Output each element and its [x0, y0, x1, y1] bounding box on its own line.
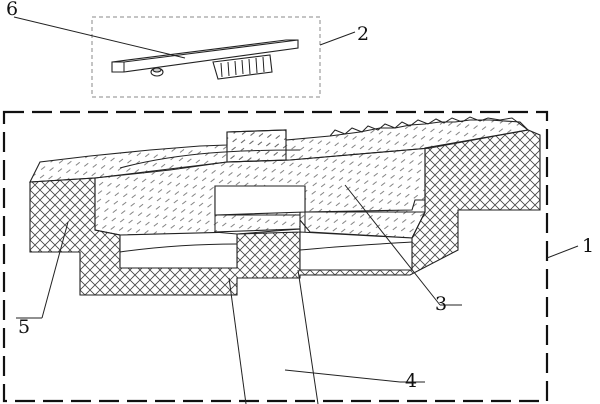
- assembly-boundary: [2, 110, 549, 403]
- leader-line-3: [344, 184, 441, 306]
- inset-boundary: [91, 16, 321, 98]
- leader-line-4: [284, 369, 401, 383]
- label-4: 4: [405, 370, 417, 392]
- leader-line-1: [546, 245, 579, 259]
- leader-line-2: [319, 31, 356, 46]
- label-5: 5: [18, 316, 30, 338]
- label-3: 3: [435, 293, 447, 315]
- central-cap: [226, 129, 287, 163]
- leader-line-6: [13, 16, 186, 59]
- inner-cavity: [119, 231, 238, 269]
- label-2: 2: [357, 23, 369, 45]
- label-1: 1: [582, 235, 594, 257]
- connector-pins: [220, 56, 265, 78]
- shaft: [213, 228, 319, 404]
- leader-line-5: [41, 221, 69, 319]
- shaft-pocket: [214, 185, 306, 216]
- label-6: 6: [6, 0, 18, 20]
- inset-board: [111, 39, 299, 80]
